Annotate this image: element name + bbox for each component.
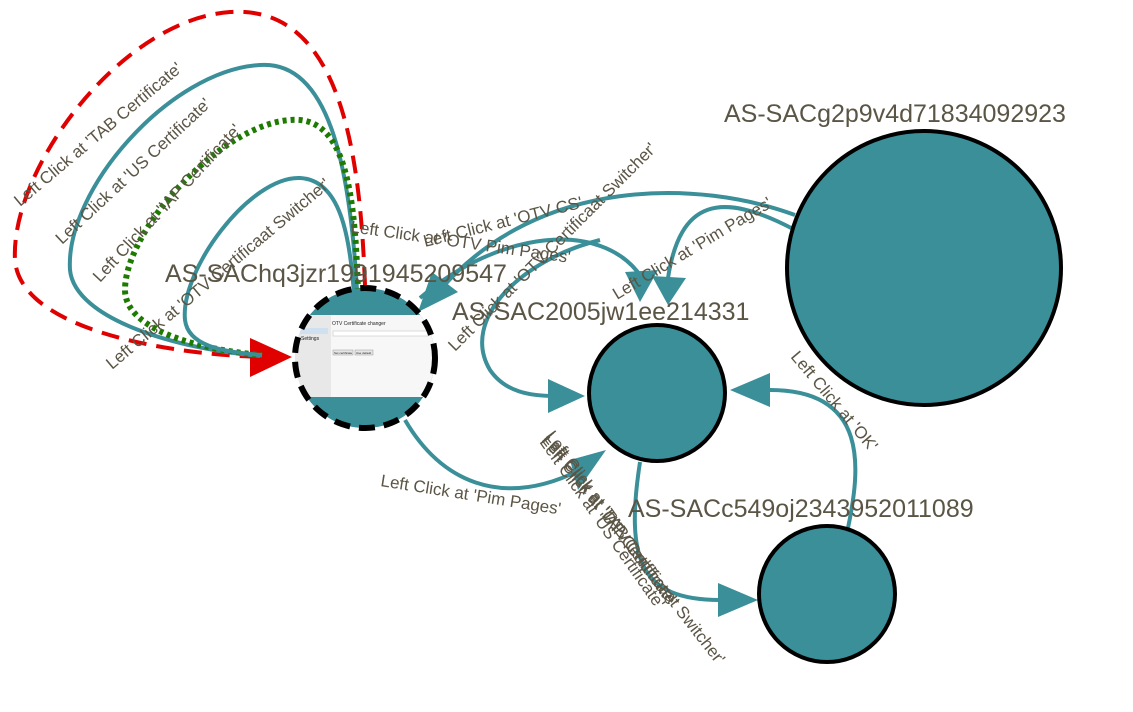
edge-iap-certificate — [121, 116, 361, 358]
node-n3-label: AS-SACg2p9v4d71834092923 — [724, 100, 1066, 128]
edge-otv-pim — [418, 237, 642, 300]
edge-pim-pages-n3-arrowhead — [652, 276, 686, 305]
node-n4-label: AS-SACc549oj2343952011089 — [628, 495, 974, 523]
node-n2-label: AS-SAC2005jw1ee214331 — [452, 298, 749, 326]
edge-tab-certificate-arrowhead — [250, 338, 292, 377]
node-n2[interactable] — [587, 323, 727, 463]
edge-label-pim-pages-n3: Left Click at 'Pim Pages' — [609, 193, 775, 303]
edge-us-certificate — [67, 62, 359, 358]
edge-otv-switcher-n2 — [480, 238, 601, 398]
edge-pim-pages-n1-arrowhead — [570, 450, 606, 490]
node-n1-label: AS-SAChq3jzr1991945209547 — [165, 260, 507, 288]
edge-n2-n4-arrowhead — [718, 583, 758, 617]
edge-ok-arrowhead — [730, 373, 770, 407]
node-n4[interactable] — [757, 524, 897, 664]
node-n3[interactable] — [785, 129, 1063, 407]
edge-otv-cs-arrowhead — [418, 272, 458, 312]
edge-otv-pim-arrowhead — [625, 270, 658, 302]
screenshot-title: OTV Certificate changer — [332, 321, 386, 327]
edge-pim-pages-n3 — [666, 205, 796, 279]
edge-label-pim-pages-n1: Left Click at 'Pim Pages' — [379, 471, 562, 518]
screenshot-button-a: Set certificate — [334, 351, 353, 355]
edge-otv-switcher-n2-arrowhead — [548, 379, 585, 413]
edge-otv-switcher-self — [182, 175, 356, 357]
screenshot-button-b: Use default — [356, 351, 371, 355]
edge-n2-n4 — [632, 461, 721, 602]
edge-ok — [769, 388, 858, 529]
node-n1-screenshot: OTV Certificate changer Settings Set cer… — [295, 315, 435, 428]
screenshot-sidebar-item: Settings — [301, 336, 320, 342]
edge-pim-pages-n1 — [403, 418, 581, 491]
node-n1[interactable]: OTV Certificate changer Settings Set cer… — [292, 285, 438, 437]
edge-otv-cs — [438, 191, 796, 292]
